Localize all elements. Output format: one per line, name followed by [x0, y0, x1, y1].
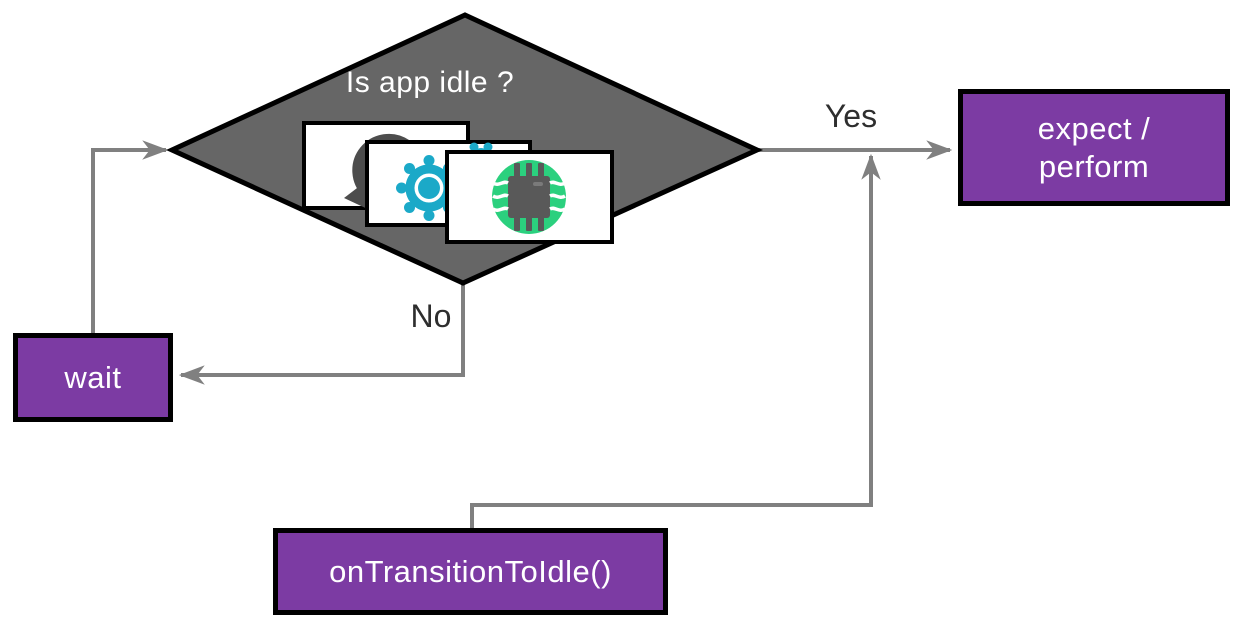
edge-transition-to-yes-line: [470, 153, 881, 528]
chip-icon: [492, 160, 566, 234]
no-edge-label: No: [410, 298, 452, 334]
wait-node: wait: [13, 333, 173, 422]
chip-notch: [533, 182, 543, 186]
edge-wait-to-decision: [91, 140, 169, 333]
expect-node-line2: perform: [1038, 148, 1150, 184]
edge-decision-no-to-wait: [178, 283, 465, 385]
busy-resource-card-chip: [445, 150, 614, 244]
transition-node-label: onTransitionToIdle(): [329, 553, 612, 589]
expect-perform-node: expect / perform: [958, 89, 1230, 206]
expect-node-line1: expect /: [1037, 110, 1151, 146]
wait-node-label: wait: [64, 359, 122, 395]
on-transition-to-idle-node: onTransitionToIdle(): [273, 528, 668, 615]
decision-label: Is app idle ?: [345, 66, 515, 99]
yes-edge-label: Yes: [824, 98, 878, 134]
chip-side-pins: [492, 180, 566, 213]
